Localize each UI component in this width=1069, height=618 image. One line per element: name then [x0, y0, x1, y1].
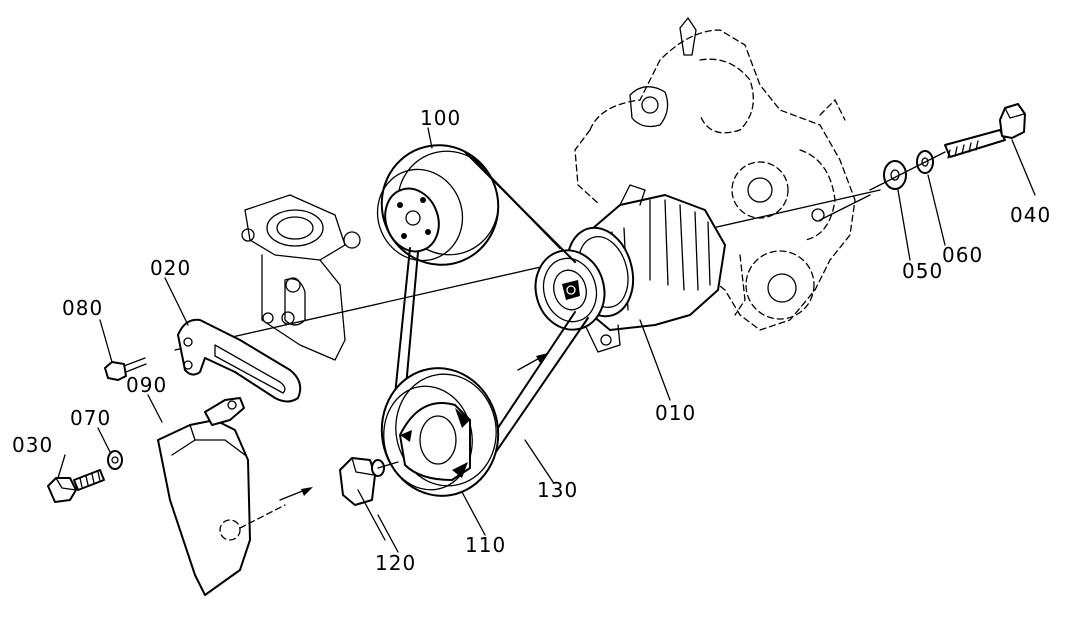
washer-070	[107, 450, 123, 470]
label-120: 120	[375, 551, 416, 575]
label-070: 070	[70, 406, 111, 430]
label-030: 030	[12, 433, 53, 457]
label-040: 040	[1010, 203, 1051, 227]
bolt-axis	[869, 151, 946, 191]
crank-pulley	[380, 367, 500, 497]
label-080: 080	[62, 296, 103, 320]
washer-050	[883, 160, 907, 190]
direction-arrow-cover	[279, 487, 313, 501]
water-flange-housing	[241, 194, 361, 361]
belt-cover	[157, 397, 286, 596]
label-050: 050	[902, 259, 943, 283]
label-010: 010	[655, 401, 696, 425]
label-090: 090	[126, 373, 167, 397]
alternator-bracket	[177, 318, 302, 403]
label-130: 130	[537, 478, 578, 502]
pulley-bolt	[339, 457, 399, 541]
direction-arrow-belt	[517, 353, 548, 371]
leader-lines	[57, 127, 1036, 553]
bolt-030	[47, 469, 105, 503]
axis-line	[174, 189, 881, 351]
label-110: 110	[465, 533, 506, 557]
label-060: 060	[942, 243, 983, 267]
bolt-040	[944, 103, 1026, 159]
fan-pulley	[376, 144, 500, 266]
alternator	[534, 184, 726, 353]
label-100: 100	[420, 106, 461, 130]
label-020: 020	[150, 256, 191, 280]
